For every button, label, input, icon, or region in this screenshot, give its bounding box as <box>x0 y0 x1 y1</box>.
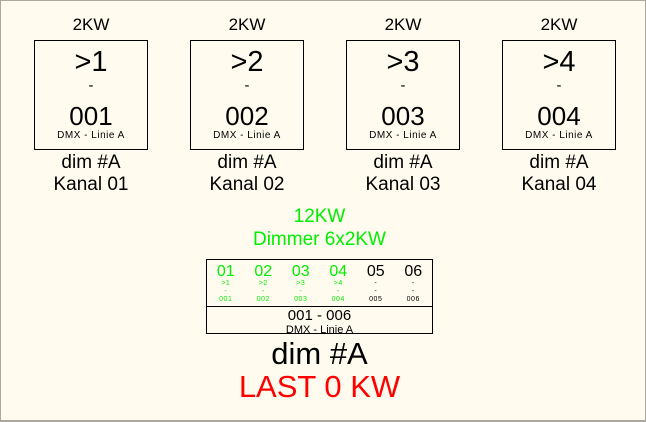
channel-dmx-address: 006 <box>406 296 420 303</box>
dimmer-channel-04[interactable]: 04 >4 - 004 <box>320 260 358 306</box>
channel-patch: - <box>411 280 415 287</box>
channel-dmx-address: 001 <box>219 296 233 303</box>
dimmer-name: dim #A <box>271 336 368 371</box>
fixture-dmx-address: 001 <box>69 101 113 131</box>
dimmer-channel-02[interactable]: 02 >2 - 002 <box>245 260 283 306</box>
fixture-dmx-line: DMX - Linie A <box>57 130 125 141</box>
fixture-dmx-address: 002 <box>225 101 269 131</box>
fixture-power-label: 2KW <box>384 15 422 34</box>
fixture-power-label: 2KW <box>540 15 578 34</box>
channel-dmx-address: 003 <box>294 296 308 303</box>
channel-patch: - <box>374 280 378 287</box>
channel-separator: - <box>299 288 303 295</box>
dimmer-address-section: 001 - 006 DMX - Linie A <box>207 306 432 336</box>
fixture-group-4: 2KW >4 - 004 DMX - Linie A dim #A Kanal … <box>502 14 616 196</box>
dimmer-channel-05[interactable]: 05 - - 005 <box>357 260 395 306</box>
fixture-channel: >1 <box>74 46 108 78</box>
dimmer-box[interactable]: 01 >1 - 001 02 >2 - 002 03 >3 - 003 04 >… <box>206 259 433 336</box>
channel-number: 02 <box>254 263 273 280</box>
channel-separator: - <box>224 288 228 295</box>
fixture-dmx-address: 003 <box>381 101 425 131</box>
fixture-group-1: 2KW >1 - 001 DMX - Linie A dim #A Kanal … <box>34 14 148 196</box>
fixture-separator: - <box>244 77 250 94</box>
fixture-dimmer-name: dim #A <box>61 152 121 173</box>
dimmer-total-power: 12KW <box>293 206 346 227</box>
dimmer-dmx-line: DMX - Linie A <box>285 324 354 336</box>
channel-number: 03 <box>291 263 310 280</box>
channel-patch: >3 <box>296 280 306 287</box>
dimmer-channel-row: 01 >1 - 001 02 >2 - 002 03 >3 - 003 04 >… <box>207 260 432 306</box>
fixture-group-3: 2KW >3 - 003 DMX - Linie A dim #A Kanal … <box>346 14 460 196</box>
channel-patch: >2 <box>258 280 268 287</box>
fixture-box-1[interactable]: >1 - 001 DMX - Linie A <box>34 40 148 150</box>
fixture-channel: >3 <box>386 46 420 78</box>
fixture-dimmer-name: dim #A <box>529 152 589 173</box>
channel-number: 06 <box>404 263 423 280</box>
channel-patch: >4 <box>333 280 343 287</box>
fixture-group-2: 2KW >2 - 002 DMX - Linie A dim #A Kanal … <box>190 14 304 196</box>
channel-separator: - <box>411 288 415 295</box>
channel-number: 01 <box>216 263 235 280</box>
fixture-box-3[interactable]: >3 - 003 DMX - Linie A <box>346 40 460 150</box>
channel-dmx-address: 004 <box>331 296 345 303</box>
fixture-channel: >4 <box>542 46 576 78</box>
fixture-kanal-label: Kanal 04 <box>521 174 597 195</box>
fixture-separator: - <box>400 77 406 94</box>
fixture-dmx-line: DMX - Linie A <box>213 130 281 141</box>
fixture-dmx-address: 004 <box>537 101 581 131</box>
fixture-box-2[interactable]: >2 - 002 DMX - Linie A <box>190 40 304 150</box>
dimmer-model: Dimmer 6x2KW <box>252 229 386 250</box>
fixture-kanal-label: Kanal 01 <box>53 174 129 195</box>
channel-separator: - <box>261 288 265 295</box>
fixture-dimmer-name: dim #A <box>373 152 433 173</box>
dimmer-channel-03[interactable]: 03 >3 - 003 <box>282 260 320 306</box>
fixture-kanal-label: Kanal 02 <box>209 174 285 195</box>
channel-separator: - <box>336 288 340 295</box>
dimmer-channel-06[interactable]: 06 - - 006 <box>395 260 433 306</box>
channel-number: 04 <box>329 263 348 280</box>
fixture-power-label: 2KW <box>228 15 266 34</box>
channel-patch: >1 <box>221 280 231 287</box>
fixture-power-label: 2KW <box>72 15 110 34</box>
dimmer-channel-01[interactable]: 01 >1 - 001 <box>207 260 245 306</box>
fixture-channel: >2 <box>230 46 264 78</box>
fixture-box-4[interactable]: >4 - 004 DMX - Linie A <box>502 40 616 150</box>
dimmer-address-range: 001 - 006 <box>287 307 352 324</box>
fixture-separator: - <box>88 77 94 94</box>
fixture-dmx-line: DMX - Linie A <box>525 130 593 141</box>
fixture-kanal-label: Kanal 03 <box>365 174 441 195</box>
channel-dmx-address: 002 <box>256 296 270 303</box>
fixture-dimmer-name: dim #A <box>217 152 277 173</box>
fixture-dmx-line: DMX - Linie A <box>369 130 437 141</box>
channel-separator: - <box>374 288 378 295</box>
channel-number: 05 <box>366 263 385 280</box>
channel-dmx-address: 005 <box>369 296 383 303</box>
fixture-separator: - <box>556 77 562 94</box>
dimmer-load-warning: LAST 0 KW <box>238 369 401 404</box>
